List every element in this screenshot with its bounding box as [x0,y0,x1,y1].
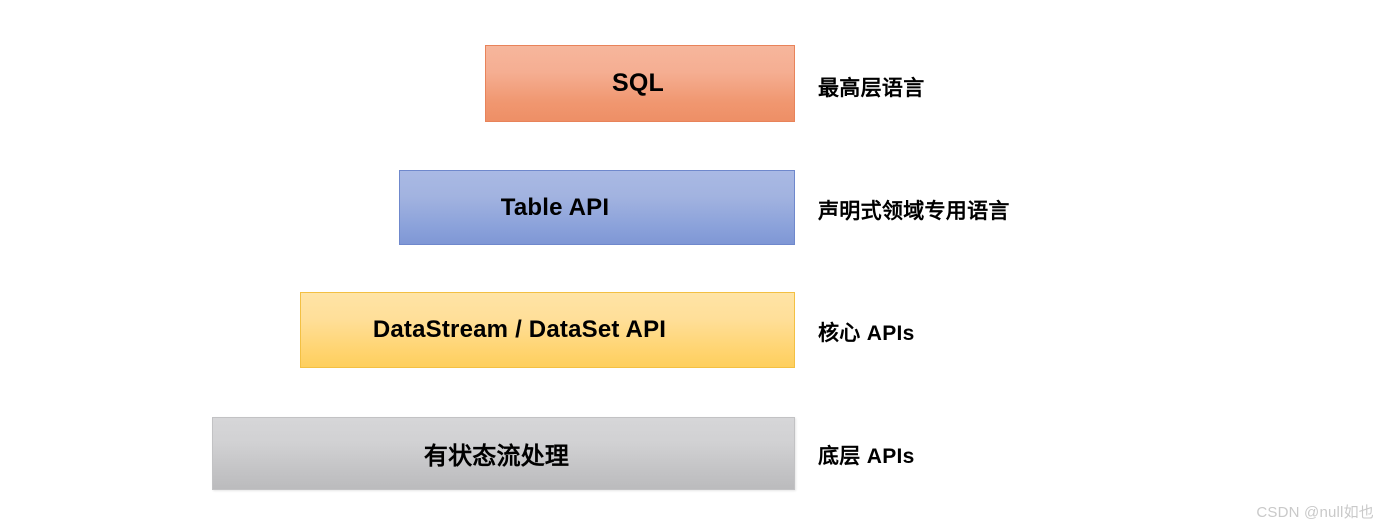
layer-box-label-table-api: Table API [500,193,610,221]
layer-box-label-sql: SQL [612,69,664,97]
layer-box-table-api: Table API [399,170,795,245]
layer-box-datastream-dataset-api: DataStream / DataSet API [300,292,795,368]
layer-box-label-stateful-stream-processing: 有状态流处理 [423,443,570,470]
layer-caption-table-api: 声明式领域专用语言 [818,200,1010,223]
layer-caption-sql: 最高层语言 [818,77,925,100]
layer-box-stateful-stream-processing: 有状态流处理 [212,417,795,490]
layer-box-label-datastream-dataset-api: DataStream / DataSet API [372,316,667,343]
layer-caption-datastream-dataset-api: 核心 APIs [818,322,915,345]
layer-caption-stateful-stream-processing: 底层 APIs [818,445,915,468]
layer-box-sql: SQL [485,45,795,122]
watermark-text: CSDN @null如也 [1256,504,1374,521]
